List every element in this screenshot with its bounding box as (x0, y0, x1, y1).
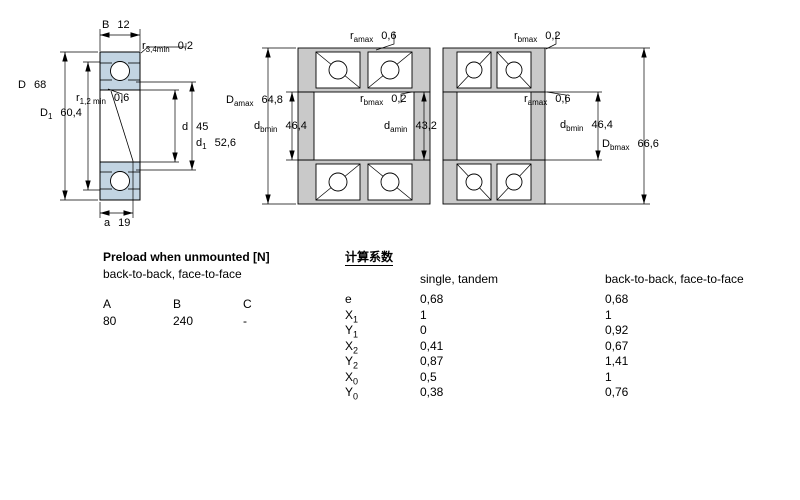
preload-header-b: B (173, 297, 182, 311)
left-section-drawing (99, 51, 141, 201)
factor-row-x2: X2 0,41 0,67 (345, 338, 629, 355)
left-dimension-lines (60, 29, 196, 218)
preload-value-b: 240 (173, 314, 194, 328)
factors-header-row: single, tandem back-to-back, face-to-fac… (345, 272, 775, 286)
preload-value-a: 80 (103, 314, 117, 328)
preload-subtitle: back-to-back, face-to-face (103, 267, 242, 281)
calculation-factors-table: 计算系数 single, tandem back-to-back, face-t… (345, 250, 775, 401)
preload-header-row: A B C (103, 297, 343, 311)
right-dimension-lines (533, 32, 650, 205)
factor-row-y1: Y1 0 0,92 (345, 323, 629, 340)
factor-row-y2: Y2 0,87 1,41 (345, 354, 629, 371)
preload-header-a: A (103, 297, 112, 311)
factor-row-x0: X0 0,5 1 (345, 369, 612, 386)
preload-header-c: C (243, 297, 252, 311)
middle-dimension-lines (262, 32, 427, 205)
factor-row-e: e 0,68 0,68 (345, 292, 629, 306)
factors-title: 计算系数 (345, 250, 394, 266)
factors-col2-header: back-to-back, face-to-face (605, 272, 744, 286)
factor-row-x1: X1 1 1 (345, 307, 612, 324)
factor-row-y0: Y0 0,38 0,76 (345, 385, 629, 402)
right-arrangement-drawing (442, 47, 546, 205)
preload-value-row: 80 240 - (103, 314, 343, 328)
preload-table: Preload when unmounted [N] back-to-back,… (103, 250, 343, 331)
preload-value-c: - (243, 314, 247, 328)
factors-col1-header: single, tandem (420, 272, 499, 286)
preload-title: Preload when unmounted [N] (103, 250, 270, 264)
